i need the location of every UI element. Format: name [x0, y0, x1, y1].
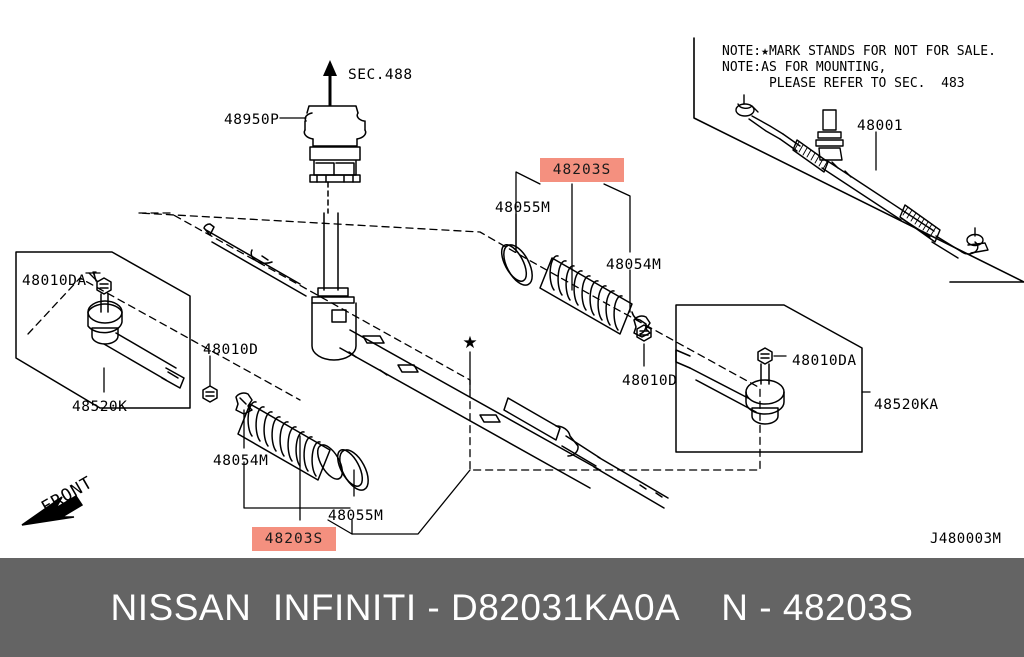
right-outer-tierod-part: [675, 347, 785, 425]
leader-lines: [85, 117, 877, 535]
callout-sec-488: SEC.488: [348, 67, 413, 83]
front-direction-arrow: [21, 494, 84, 526]
right-clamp-nut-part: [636, 324, 652, 342]
callout-left-outer-tierod: 48520K: [72, 399, 128, 415]
diagram-code: J480003M: [930, 531, 1002, 547]
left-clamp-part: [235, 392, 253, 415]
not-for-sale-star-marker: ★: [462, 333, 477, 353]
right-tierod-box: [675, 304, 863, 453]
callout-strut-boot: 48950P: [224, 112, 280, 128]
right-boot-bellows: [539, 255, 647, 335]
note-line-1: NOTE:★MARK STANDS FOR NOT FOR SALE.: [722, 44, 996, 59]
callout-left-clamp: 48054M: [213, 453, 269, 469]
note-line-2: NOTE:AS FOR MOUNTING,: [722, 60, 887, 75]
left-clamp-nut-part: [202, 385, 218, 403]
brand-banner: NISSAN INFINITI - D82031KA0A N - 48203S: [0, 558, 1024, 657]
banner-text: NISSAN INFINITI - D82031KA0A N - 48203S: [110, 586, 914, 628]
highlight-chip-left-boot-kit: 48203S: [252, 527, 336, 551]
callout-right-outer-tierod: 48520KA: [874, 397, 939, 413]
left-ring-part: [336, 449, 369, 491]
rack-assembly-dashed-outline: [138, 212, 761, 471]
left-outer-tierod-part: [87, 277, 185, 389]
left-boot-bellows: [237, 401, 344, 481]
callout-right-ring: 48055M: [495, 200, 551, 216]
callout-right-nut: 48010DA: [792, 353, 857, 369]
callout-left-ring: 48055M: [328, 508, 384, 524]
callout-steering-gear: 48001: [857, 118, 904, 134]
highlight-chip-right-boot-kit: 48203S: [540, 158, 624, 182]
callout-left-clamp-nut: 48010D: [203, 342, 259, 358]
strut-mount-48950P: [303, 60, 367, 291]
inset-steering-gear-assembly: [735, 94, 989, 259]
note-line-3: PLEASE REFER TO SEC. 483: [722, 76, 965, 91]
right-ring-part: [500, 244, 533, 286]
left-boot-dashed-outline: [27, 277, 301, 401]
callout-left-nut: 48010DA: [22, 273, 87, 289]
callout-right-clamp: 48054M: [606, 257, 662, 273]
left-tierod-box: [15, 251, 191, 409]
right-clamp-part: [633, 315, 651, 338]
steering-gear-housing: [203, 223, 669, 509]
callout-right-clamp-nut: 48010D: [622, 373, 678, 389]
